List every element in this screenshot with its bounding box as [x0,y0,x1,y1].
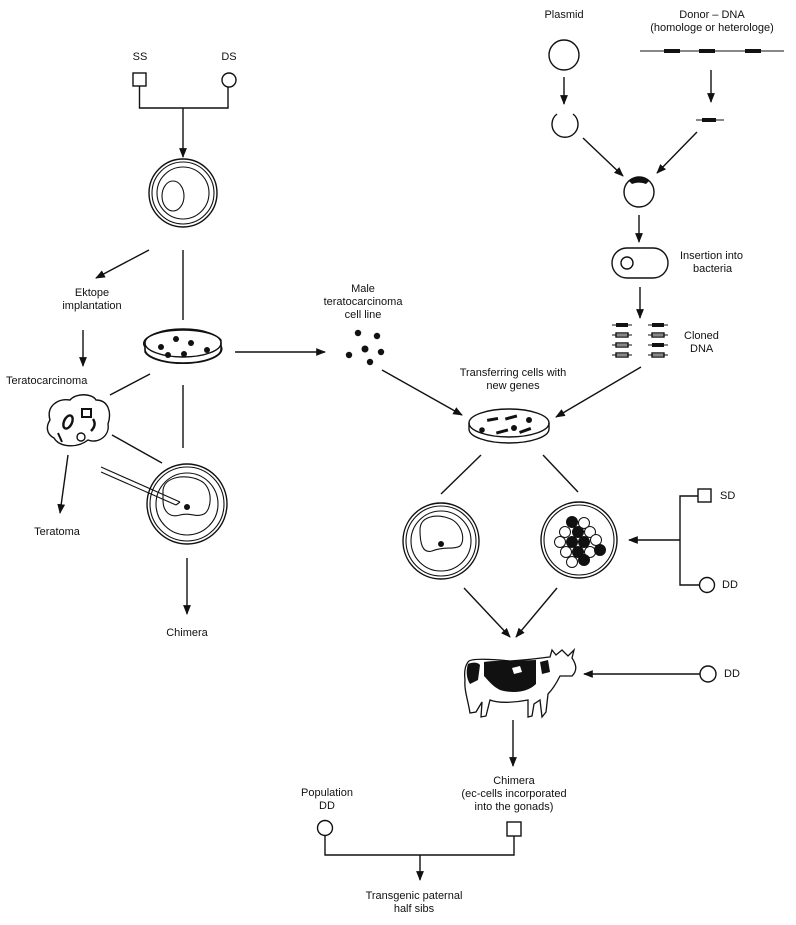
embryo-to-cow-arrow [463,587,511,638]
culture-dish-icon [142,328,223,364]
teratocarcinoma-tumor-icon [46,394,111,447]
plasmid-to-recombinant-arrow [582,137,624,177]
dd-label: DD [722,579,738,591]
chimera2-sublabel-2: into the gonads) [474,801,554,813]
morula-cell [572,526,584,538]
chimera-male-symbol [506,821,522,837]
teratocarcinoma-label: Teratocarcinoma [6,375,88,387]
result-label: Transgenic paternal [365,890,463,902]
transferring-sublabel: new genes [486,380,540,392]
cow-recipient-icon [463,647,577,719]
plasmid-label: Plasmid [544,9,584,21]
teratocarcinoma-to-teratoma-arrow [57,454,69,514]
injected-blastocyst-icon [146,463,228,545]
ds-label: DS [221,51,237,63]
dna-fragment-icon [696,118,724,122]
transfer-dish-icon [468,408,550,444]
bacterium-icon [611,247,669,279]
donor-dna-strand-icon [640,49,784,53]
ektope-sublabel: implantation [62,300,122,312]
cell-line-cells-icon [345,329,385,366]
insertion-label: Insertion into [680,250,743,262]
morula-cell [559,526,571,538]
dd-cow-label: DD [724,668,740,680]
open-plasmid-icon [551,113,579,138]
cloned-dna-to-dish-arrow [555,366,642,418]
morula-cell [578,554,590,566]
morula-cell [554,536,566,548]
recombinant-plasmid-icon [623,176,655,208]
morula-cell [578,517,590,529]
donor-dna-label: Donor – DNA [679,9,745,21]
plasmid-circle-icon [548,39,580,71]
ss-ds-mating-connector [138,86,229,158]
chimera-label: Chimera [166,627,208,639]
transferring-label: Transferring cells with [459,367,567,379]
sd-label: SD [720,490,736,502]
result-sublabel: half sibs [393,903,435,915]
morula-cell [560,546,572,558]
male-cell-line-label-1: Male [351,283,375,295]
population-sublabel: DD [319,800,335,812]
insertion-sublabel: bacteria [693,263,733,275]
morula-to-cow-arrow [515,587,558,638]
morula-icon [540,501,618,579]
male-cell-line-label-3: cell line [344,309,382,321]
cloned-dna-sublabel: DNA [690,343,714,355]
morula-cell [566,536,578,548]
population-label: Population [301,787,353,799]
morula-cell [590,534,602,546]
ss-male-symbol [132,72,147,87]
dish-to-teratocarcinoma-line [109,373,151,396]
morula-cell [584,526,596,538]
cloned-dna-fragments-icon [612,323,668,358]
dish-to-morula-line [542,454,579,493]
chimera2-label: Chimera [493,775,535,787]
cell-line-to-dish-arrow [381,369,463,416]
dish-to-embryo-left-line [440,454,482,495]
blastocyst-to-ektope-arrow [95,249,150,279]
morula-cell [572,546,584,558]
blastocyst-icon [148,158,218,228]
ektope-label: Ektope [74,287,110,299]
ss-label: SS [132,51,148,63]
sd-dd-mating-connector [628,495,699,586]
teratocarcinoma-link-line [111,434,163,464]
teratoma-label: Teratoma [34,526,80,538]
male-cell-line-label-2: teratocarcinoma [323,296,403,308]
donor-dna-sublabel: (homologe or heterologe) [650,22,774,34]
cloned-dna-label: Cloned [684,330,719,342]
fragment-to-recombinant-arrow [656,131,698,174]
ds-female-symbol [221,72,237,88]
morula-cell [594,544,606,556]
morula-cell [578,536,590,548]
sd-male-symbol [697,488,712,503]
dd-cow-female-symbol [699,665,717,683]
bottom-mating-connector [324,836,515,881]
embryo-left-icon [402,502,480,580]
chimera2-sublabel-1: (ec-cells incorporated [461,788,567,800]
morula-cell [566,556,578,568]
population-dd-female-symbol [316,819,334,837]
dd-female-symbol [698,576,716,594]
morula-cell [566,516,578,528]
